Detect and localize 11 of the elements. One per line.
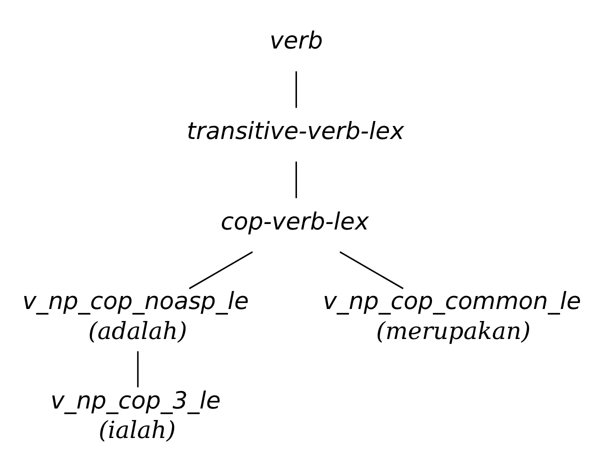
node-text: cop-verb-lex bbox=[220, 207, 369, 236]
node-text: verb bbox=[270, 26, 323, 55]
node-text: v_np_cop_3_le (ialah) bbox=[50, 386, 221, 444]
connector bbox=[296, 71, 297, 108]
connector bbox=[340, 251, 404, 290]
connector bbox=[137, 351, 139, 388]
node-text: v_np_cop_noasp_le (adalah) bbox=[22, 287, 249, 345]
connector bbox=[188, 251, 253, 290]
node-text: transitive-verb-lex bbox=[186, 116, 404, 145]
connector bbox=[296, 162, 297, 198]
node-text: v_np_cop_common_le (merupakan) bbox=[322, 287, 582, 345]
